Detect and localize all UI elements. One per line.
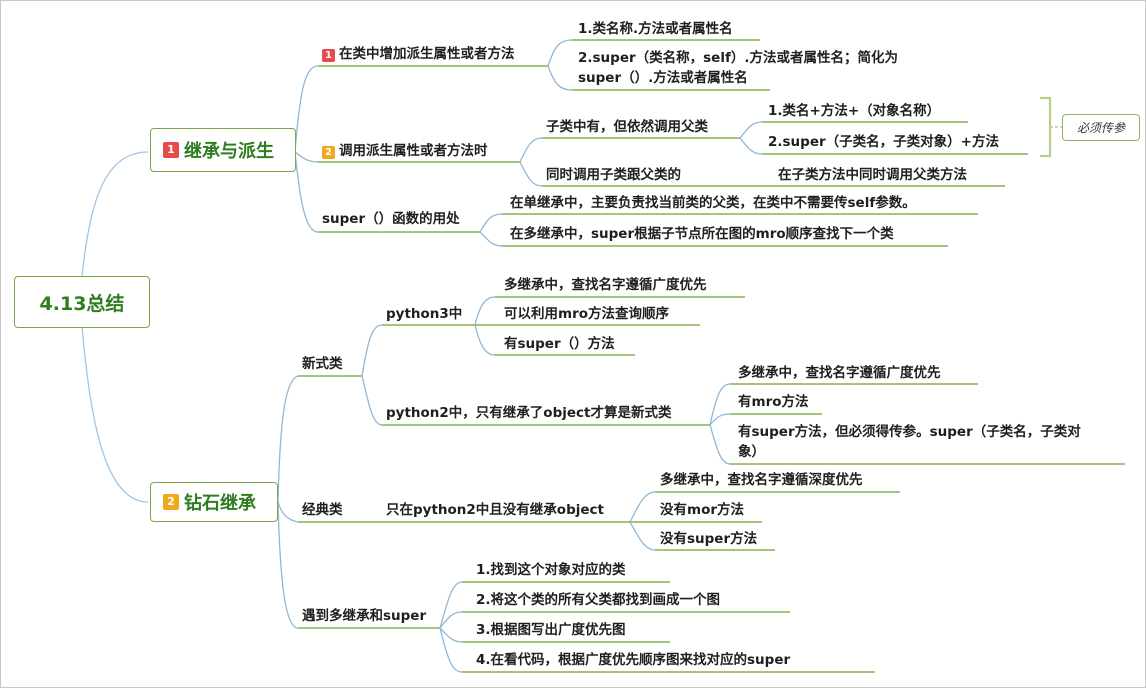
b1-sub2-child1-item-2[interactable]: 2.super（子类名，子类对象）+方法 bbox=[768, 134, 999, 150]
branch-diamond-label: 钻石继承 bbox=[184, 493, 256, 514]
b1-sub2-child2[interactable]: 同时调用子类跟父类的 bbox=[546, 167, 681, 183]
b1-sub2-child2-item[interactable]: 在子类方法中同时调用父类方法 bbox=[778, 167, 967, 183]
branch-inheritance-node[interactable]: 1 继承与派生 bbox=[150, 128, 296, 172]
b1-sub1-item-1[interactable]: 1.类名称.方法或者属性名 bbox=[578, 21, 733, 37]
b2-py2-item-3-cont[interactable]: 象） bbox=[738, 444, 765, 460]
root-label: 4.13总结 bbox=[39, 292, 125, 315]
priority-1-badge: 1 bbox=[163, 142, 179, 158]
priority-2-badge: 2 bbox=[163, 494, 179, 510]
priority-1-badge: 1 bbox=[322, 49, 335, 62]
b2-py3-node[interactable]: python3中 bbox=[386, 306, 463, 322]
b1-sub1-item-2[interactable]: 2.super（类名称，self）.方法或者属性名；简化为 bbox=[578, 50, 898, 66]
branch-inheritance-label: 继承与派生 bbox=[184, 141, 274, 162]
b2-py2-item-3[interactable]: 有super方法，但必须得传参。super（子类名，子类对 bbox=[738, 424, 1081, 440]
b2-classic-item-2[interactable]: 没有mor方法 bbox=[660, 502, 744, 518]
b2-py2-item-1[interactable]: 多继承中，查找名字遵循广度优先 bbox=[738, 365, 941, 381]
b1-sub3-item-2[interactable]: 在多继承中，super根据子节点所在图的mro顺序查找下一个类 bbox=[510, 226, 894, 242]
b2-multi-item-3[interactable]: 3.根据图写出广度优先图 bbox=[476, 622, 626, 638]
b2-multi-item-2[interactable]: 2.将这个类的所有父类都找到画成一个图 bbox=[476, 592, 721, 608]
b2-classic-item-1[interactable]: 多继承中，查找名字遵循深度优先 bbox=[660, 472, 863, 488]
b2-newstyle-node[interactable]: 新式类 bbox=[302, 356, 343, 372]
b2-classic-sub[interactable]: 只在python2中且没有继承object bbox=[386, 502, 604, 518]
b2-py3-item-1[interactable]: 多继承中，查找名字遵循广度优先 bbox=[504, 277, 707, 293]
b1-sub3-item-1[interactable]: 在单继承中，主要负责找当前类的父类，在类中不需要传self参数。 bbox=[510, 195, 916, 211]
b1-sub2-child1[interactable]: 子类中有，但依然调用父类 bbox=[546, 119, 708, 135]
b2-multi-item-1[interactable]: 1.找到这个对象对应的类 bbox=[476, 562, 626, 578]
root-node[interactable]: 4.13总结 bbox=[14, 276, 150, 328]
b2-py2-node[interactable]: python2中，只有继承了object才算是新式类 bbox=[386, 405, 672, 421]
b1-sub2-child1-item-1[interactable]: 1.类名+方法+（对象名称） bbox=[768, 103, 941, 119]
b1-sub1-item-2-cont[interactable]: super（）.方法或者属性名 bbox=[578, 70, 748, 86]
b2-py2-item-2[interactable]: 有mro方法 bbox=[738, 394, 809, 410]
b2-multi-item-4[interactable]: 4.在看代码，根据广度优先顺序图来找对应的super bbox=[476, 652, 791, 668]
b2-py3-item-3[interactable]: 有super（）方法 bbox=[504, 336, 615, 352]
branch-diamond-node[interactable]: 2 钻石继承 bbox=[150, 482, 278, 522]
b2-py3-item-2[interactable]: 可以利用mro方法查询顺序 bbox=[504, 306, 669, 322]
must-pass-arg-note[interactable]: 必须传参 bbox=[1062, 114, 1140, 141]
priority-2-badge: 2 bbox=[322, 146, 335, 159]
b2-classic-item-3[interactable]: 没有super方法 bbox=[660, 531, 758, 547]
b2-classic-node[interactable]: 经典类 bbox=[302, 502, 343, 518]
b2-multi-node[interactable]: 遇到多继承和super bbox=[302, 608, 427, 624]
b1-sub3-node[interactable]: super（）函数的用处 bbox=[322, 211, 460, 227]
